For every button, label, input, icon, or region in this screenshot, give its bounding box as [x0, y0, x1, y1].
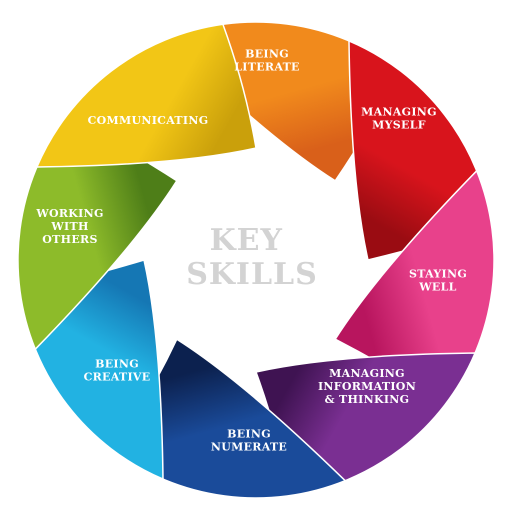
segment-label-literate-line-2: LITERATE: [234, 61, 300, 74]
segment-label-creative-line-1: BEING: [95, 358, 139, 371]
segment-label-others-line-3: OTHERS: [42, 233, 97, 246]
segment-communicating: [35, 23, 257, 168]
center-title: KEY SKILLS: [186, 223, 318, 292]
segment-label-others-line-1: WORKING: [35, 207, 103, 220]
segment-blades: [17, 21, 495, 499]
segment-label-staying-well-line-2: WELL: [418, 281, 456, 294]
segment-label-myself-line-2: MYSELF: [372, 119, 426, 132]
segment-label-information-line-3: & THINKING: [325, 393, 410, 406]
segment-label-numerate-line-2: NUMERATE: [211, 441, 287, 454]
segment-label-information-line-2: INFORMATION: [318, 380, 416, 393]
segment-label-staying-well-line-1: STAYING: [409, 268, 467, 281]
segment-label-numerate-line-1: BEING: [227, 428, 271, 441]
segment-label-information-line-1: MANAGING: [329, 367, 405, 380]
center-title-line-2: SKILLS: [186, 257, 318, 292]
segment-label-myself-line-1: MANAGING: [361, 106, 437, 119]
segment-label-literate-line-1: BEING: [245, 48, 289, 61]
segment-label-others-line-2: WITH: [50, 220, 88, 233]
segment-label-communicating-line-1: COMMUNICATING: [88, 114, 209, 127]
segment-label-creative-line-2: CREATIVE: [84, 371, 151, 384]
segment-label-communicating: COMMUNICATING: [88, 114, 209, 127]
center-title-line-1: KEY: [210, 223, 283, 258]
